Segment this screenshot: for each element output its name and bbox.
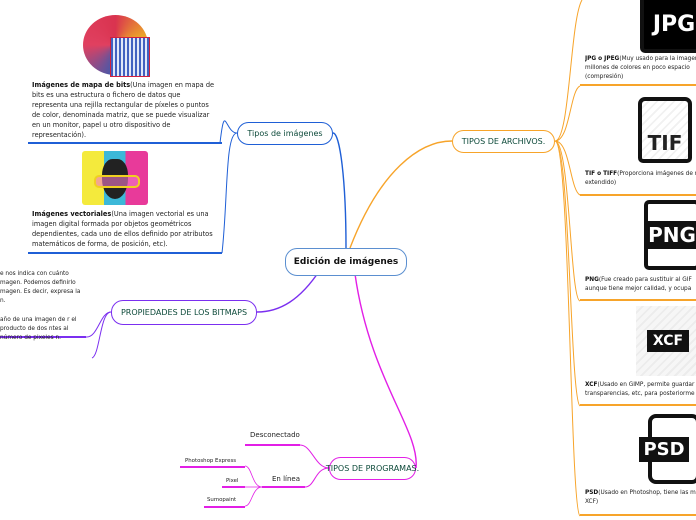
- vector-description: Imágenes vectoriales(Una imagen vectoria…: [32, 210, 213, 248]
- jpg-file-icon: JPG: [640, 0, 696, 53]
- underline: [245, 444, 300, 446]
- node-label: Tipos de imágenes: [247, 129, 323, 138]
- tipos-imagenes-node[interactable]: Tipos de imágenes: [237, 122, 333, 145]
- underline: [28, 142, 222, 144]
- underline: [0, 336, 86, 338]
- propiedades-node[interactable]: PROPIEDADES DE LOS BITMAPS: [111, 300, 257, 325]
- propiedad-text: e nos indica con cuánto magen. Podemos d…: [0, 271, 81, 304]
- underline: [262, 486, 305, 488]
- underline: [580, 84, 696, 86]
- central-topic-label: Edición de imágenes: [293, 257, 399, 267]
- bitmap-image: [83, 15, 150, 77]
- underline: [580, 299, 696, 301]
- tif-description: TIF o TIFF(Proporciona imágenes de muy e…: [585, 171, 696, 186]
- psd-description: PSD(Usado en Photoshop, tiene las m que …: [585, 490, 696, 505]
- node-label: TIPOS DE PROGRAMAS.: [325, 464, 420, 473]
- icon-text: PNG: [644, 221, 696, 249]
- png-file-icon: PNG: [644, 200, 696, 270]
- central-topic[interactable]: Edición de imágenes: [285, 248, 407, 276]
- tipos-programas-node[interactable]: TIPOS DE PROGRAMAS.: [325, 457, 420, 480]
- jpg-description: JPG o JPEG(Muy usado para la imagen, mil…: [585, 56, 696, 80]
- underline: [580, 514, 696, 516]
- icon-text: TIF: [647, 131, 683, 155]
- en-linea-label[interactable]: En línea: [272, 475, 301, 483]
- pixel-label[interactable]: Pixel: [226, 478, 239, 484]
- file-types-panel: JPG JPG o JPEG(Muy usado para la imagen,…: [580, 0, 696, 520]
- bitmap-description: Imágenes de mapa de bits(Una imagen en m…: [32, 81, 215, 139]
- photoshop-express-label[interactable]: Photoshop Express: [185, 458, 237, 464]
- underline: [204, 506, 245, 508]
- underline: [180, 466, 245, 468]
- tif-file-icon: TIF: [638, 97, 692, 163]
- vector-cat-image: [82, 151, 148, 205]
- icon-text: JPG: [652, 11, 696, 37]
- xcf-file-icon: XCF: [636, 306, 696, 376]
- underline: [580, 194, 696, 196]
- node-label: PROPIEDADES DE LOS BITMAPS: [120, 308, 248, 317]
- node-label: TIPOS DE ARCHIVOS.: [461, 137, 546, 146]
- icon-text: PSD: [639, 436, 689, 462]
- png-description: PNG(Fue creado para sustituir al GIF aun…: [585, 277, 692, 292]
- tipos-archivos-node[interactable]: TIPOS DE ARCHIVOS.: [452, 130, 555, 153]
- desconectado-label[interactable]: Desconectado: [250, 431, 300, 439]
- propiedad-text: año de una imagen de r el producto de do…: [0, 317, 77, 341]
- sumopaint-label[interactable]: Sumopaint: [207, 497, 237, 503]
- psd-file-icon: PSD: [639, 414, 696, 484]
- underline: [222, 486, 245, 488]
- icon-text: XCF: [646, 330, 690, 352]
- xcf-description: XCF(Usado en GIMP, permite guardar trans…: [585, 382, 695, 397]
- underline: [580, 404, 696, 406]
- underline: [28, 252, 222, 254]
